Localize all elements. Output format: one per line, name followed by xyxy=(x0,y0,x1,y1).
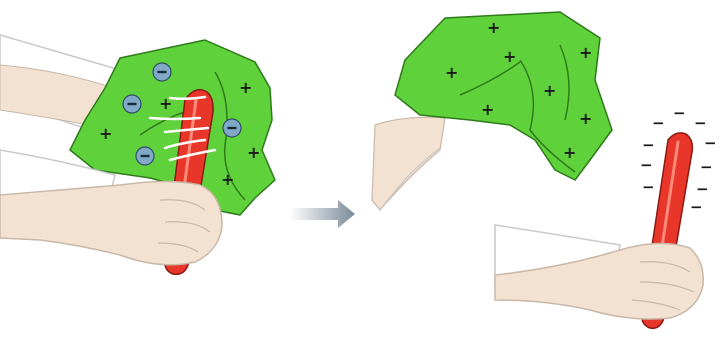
cloth-hand-arm xyxy=(372,117,445,210)
plus-charge: + xyxy=(159,94,172,113)
minus-charge: − xyxy=(640,156,653,174)
panel-before: + + + + + xyxy=(0,35,275,274)
plus-charge: + xyxy=(543,81,556,100)
electron xyxy=(153,63,171,81)
electron xyxy=(123,95,141,113)
plus-charge: + xyxy=(579,109,592,128)
plus-charge: + xyxy=(487,18,500,37)
plus-charge: + xyxy=(579,43,592,62)
plus-charge: + xyxy=(239,78,252,97)
minus-charge: − xyxy=(704,134,717,152)
panel-after: + + + + + + + + − − − − − − − − − − xyxy=(372,12,717,328)
minus-charge: − xyxy=(700,158,713,176)
plus-charge: + xyxy=(503,47,516,66)
minus-charge: − xyxy=(642,136,655,154)
plus-charge: + xyxy=(247,143,260,162)
minus-charge: − xyxy=(652,114,665,132)
minus-charge: − xyxy=(690,198,703,216)
transition-arrow xyxy=(290,200,355,228)
electron xyxy=(223,119,241,137)
minus-charge: − xyxy=(642,178,655,196)
plus-charge: + xyxy=(445,63,458,82)
electron xyxy=(136,147,154,165)
plus-charge: + xyxy=(481,100,494,119)
plus-charge: + xyxy=(563,143,576,162)
plus-charge: + xyxy=(221,170,234,189)
plus-charge: + xyxy=(99,124,112,143)
minus-charge: − xyxy=(696,180,709,198)
minus-charge: − xyxy=(673,104,686,122)
minus-charge: − xyxy=(694,114,707,132)
